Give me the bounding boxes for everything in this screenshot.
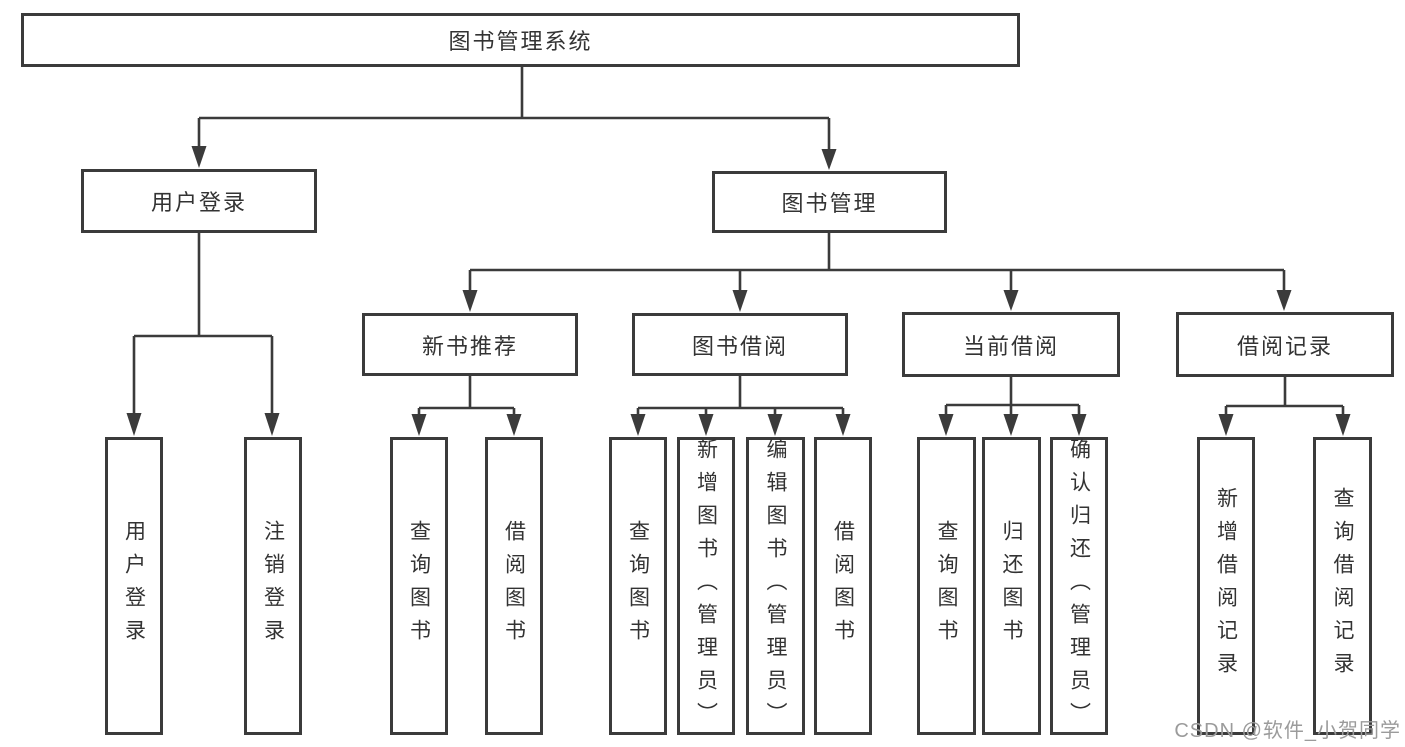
node-book-borrowing: 图书借阅: [632, 313, 848, 376]
node-new-book-recommendation: 新书推荐: [362, 313, 578, 376]
leaf-borrow-books: 借阅图书: [485, 437, 543, 735]
node-label: 用户登录: [150, 190, 247, 215]
node-label: 图书管理: [781, 191, 878, 216]
node-current-borrowing: 当前借阅: [902, 312, 1120, 377]
node-label: 新增借阅记录: [1214, 487, 1238, 685]
csdn-watermark: CSDN @软件_小贺同学: [1174, 720, 1401, 742]
node-book-management: 图书管理: [712, 171, 947, 233]
leaf-confirm-return-admin: 确认归还（管理员）: [1050, 437, 1108, 735]
leaf-search-books: 查询图书: [917, 437, 976, 735]
leaf-logout: 注销登录: [244, 437, 302, 735]
node-label: 编辑图书（管理员）: [764, 437, 787, 735]
node-label: 查询图书: [626, 520, 650, 652]
node-label: 确认归还（管理员）: [1067, 437, 1091, 735]
node-label: 当前借阅: [962, 333, 1059, 359]
leaf-borrow-books: 借阅图书: [814, 437, 872, 735]
leaf-add-books-admin: 新增图书（管理员）: [677, 437, 735, 735]
node-label: 借阅记录: [1236, 333, 1333, 359]
node-label: 新增图书（管理员）: [694, 437, 718, 735]
node-user-login: 用户登录: [81, 169, 317, 233]
node-label: 查询借阅记录: [1331, 487, 1354, 685]
node-library-management-system: 图书管理系统: [21, 13, 1020, 67]
node-label: 图书借阅: [691, 333, 788, 359]
leaf-return-books: 归还图书: [982, 437, 1041, 735]
leaf-user-login: 用户登录: [105, 437, 163, 735]
node-label: 归还图书: [1000, 520, 1023, 652]
node-label: 用户登录: [122, 520, 146, 652]
node-label: 借阅图书: [502, 520, 526, 652]
node-label: 查询图书: [407, 520, 431, 652]
node-borrowing-records: 借阅记录: [1176, 312, 1394, 377]
node-label: 新书推荐: [421, 333, 518, 359]
node-label: 图书管理系统: [448, 29, 593, 54]
leaf-search-books: 查询图书: [390, 437, 448, 735]
node-label: 借阅图书: [831, 520, 855, 652]
leaf-edit-books-admin: 编辑图书（管理员）: [746, 437, 805, 735]
node-label: 注销登录: [261, 520, 285, 652]
leaf-search-books: 查询图书: [609, 437, 667, 735]
leaf-add-borrow-record: 新增借阅记录: [1197, 437, 1255, 735]
node-label: 查询图书: [935, 520, 958, 652]
leaf-search-borrow-record: 查询借阅记录: [1313, 437, 1372, 735]
